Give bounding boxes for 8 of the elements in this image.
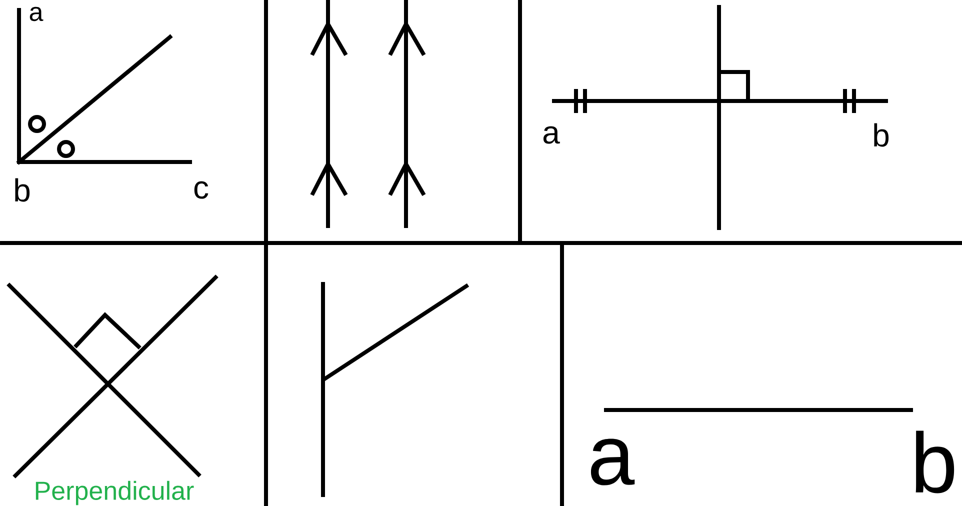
point-label: b	[916, 430, 954, 494]
point-label: a	[590, 438, 635, 486]
point-label: b	[874, 123, 889, 147]
point-label: c	[194, 181, 208, 199]
point-label: Perpendicular	[36, 480, 194, 506]
point-label: a	[543, 126, 560, 144]
point-label: b	[15, 178, 30, 202]
point-label: a	[30, 6, 44, 22]
